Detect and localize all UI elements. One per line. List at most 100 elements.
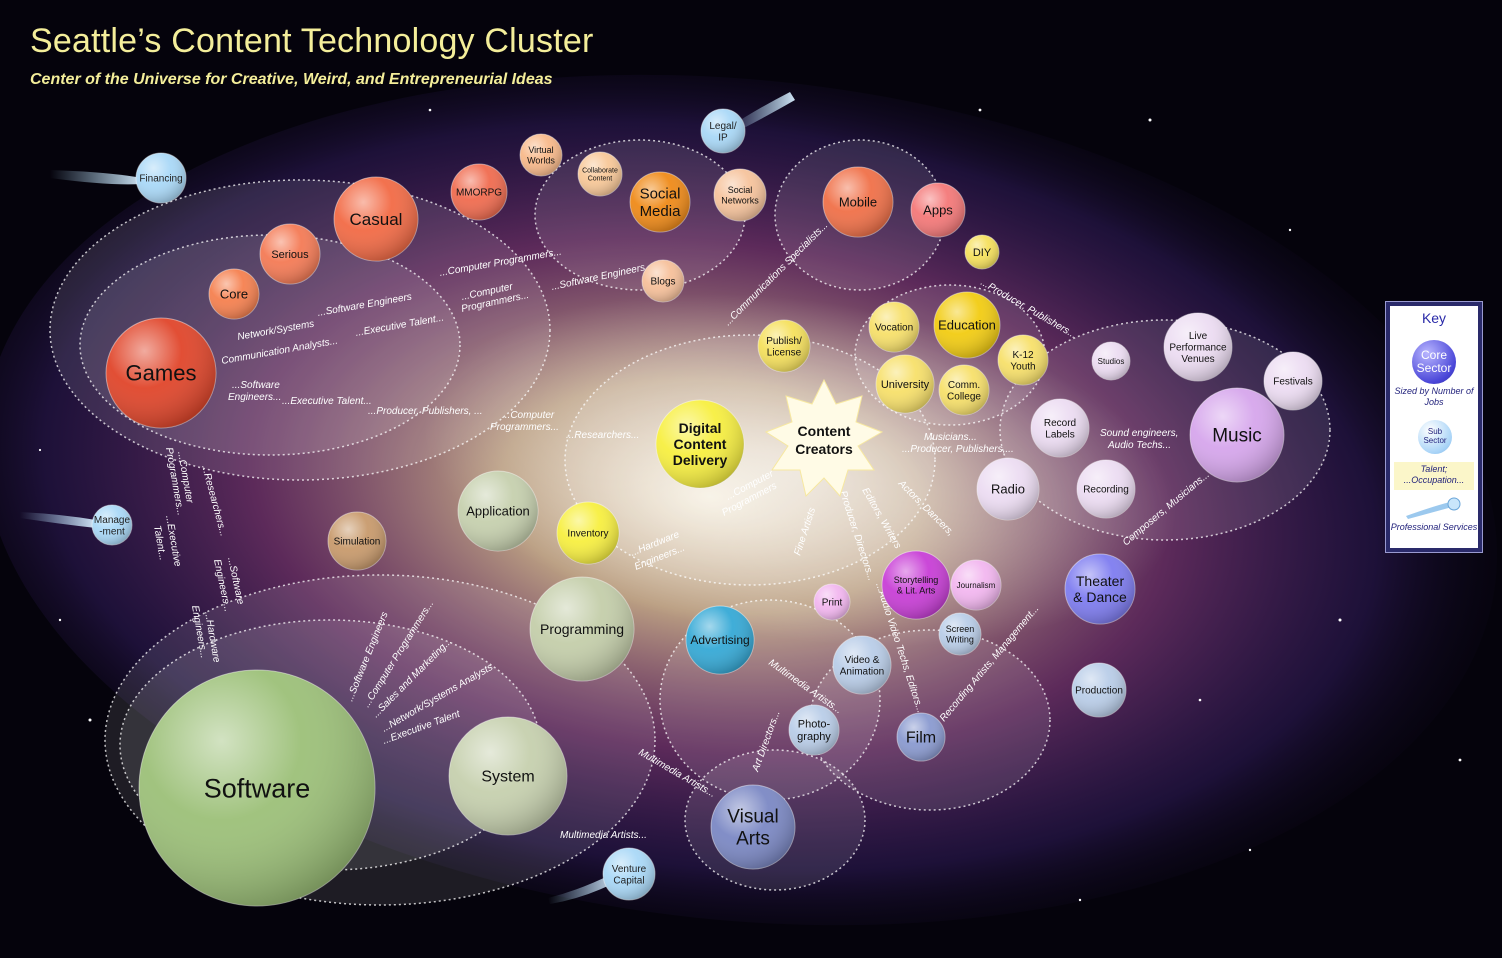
legend-professional-services: Professional Services bbox=[1390, 522, 1478, 532]
node-recording[interactable]: Recording bbox=[1076, 459, 1136, 519]
node-diy[interactable]: DIY bbox=[964, 234, 1000, 270]
node-casual[interactable]: Casual bbox=[333, 176, 419, 262]
node-label-line: Manage bbox=[94, 515, 131, 526]
node-comm-college[interactable]: Comm.College bbox=[938, 364, 990, 416]
node-radio[interactable]: Radio bbox=[976, 457, 1040, 521]
node-label-line: Financing bbox=[139, 174, 182, 185]
page-subtitle: Center of the Universe for Creative, Wei… bbox=[30, 71, 553, 88]
node-vocation[interactable]: Vocation bbox=[868, 301, 920, 353]
node-label-line: DIY bbox=[973, 247, 992, 259]
node-shading bbox=[977, 458, 1039, 520]
node-shading bbox=[451, 164, 507, 220]
node-label-line: Film bbox=[906, 730, 936, 747]
node-festivals[interactable]: Festivals bbox=[1263, 351, 1323, 411]
node-theater-dance[interactable]: Theater& Dance bbox=[1064, 553, 1136, 625]
node-shading bbox=[92, 505, 132, 545]
node-programming[interactable]: Programming bbox=[529, 576, 635, 682]
node-label-line: Studios bbox=[1098, 357, 1125, 366]
node-label-line: Festivals bbox=[1273, 377, 1312, 388]
node-shading bbox=[758, 320, 810, 372]
talent-label: Audio Techs... bbox=[1107, 440, 1171, 451]
node-film[interactable]: Film bbox=[896, 712, 946, 762]
node-label-line: Record bbox=[1044, 418, 1076, 429]
node-label-line: Comm. bbox=[948, 380, 980, 391]
service-financing[interactable]: Financing bbox=[135, 152, 187, 204]
node-apps[interactable]: Apps bbox=[910, 182, 966, 238]
talent-label: ...Computer bbox=[502, 410, 555, 421]
node-shading bbox=[882, 551, 950, 619]
node-shading bbox=[136, 153, 186, 203]
node-system[interactable]: System bbox=[448, 716, 568, 836]
professional-service-comets bbox=[20, 92, 795, 904]
node-journalism[interactable]: Journalism bbox=[950, 559, 1002, 611]
node-label-line: Publish/ bbox=[766, 336, 802, 347]
node-production[interactable]: Production bbox=[1071, 662, 1127, 718]
node-shading bbox=[557, 502, 619, 564]
node-shading bbox=[714, 169, 766, 221]
node-label-line: Apps bbox=[923, 203, 953, 218]
node-label-line: Inventory bbox=[567, 529, 608, 540]
node-shading bbox=[951, 560, 1001, 610]
node-label-line: Recording bbox=[1083, 485, 1129, 496]
starfield bbox=[38, 108, 1462, 902]
node-music[interactable]: Music bbox=[1189, 387, 1285, 483]
node-label-line: & Dance bbox=[1073, 589, 1127, 605]
node-label-line: Social bbox=[728, 185, 753, 195]
talent-label: ...Researchers... bbox=[566, 430, 639, 441]
node-label-line: Video & bbox=[845, 655, 880, 666]
node-core[interactable]: Core bbox=[208, 268, 260, 320]
node-shading bbox=[520, 134, 562, 176]
talent-label: Engineers... bbox=[228, 392, 281, 403]
content-creators-node[interactable]: Content Creators bbox=[764, 378, 884, 497]
node-mmorpg[interactable]: MMORPG bbox=[450, 163, 508, 221]
node-shading bbox=[965, 235, 999, 269]
node-application[interactable]: Application bbox=[457, 470, 539, 552]
node-label-line: Labels bbox=[1045, 429, 1074, 440]
node-shading bbox=[1164, 313, 1232, 381]
node-shading bbox=[1031, 399, 1089, 457]
dcd-cluster-outline bbox=[564, 334, 936, 586]
node-games[interactable]: Games bbox=[105, 317, 217, 429]
node-publish-license[interactable]: Publish/License bbox=[757, 319, 811, 373]
node-storytelling[interactable]: Storytelling& Lit. Arts bbox=[881, 550, 951, 620]
node-label-line: -ment bbox=[99, 526, 125, 537]
node-shading bbox=[1190, 388, 1284, 482]
node-simulation[interactable]: Simulation bbox=[327, 511, 387, 571]
node-label-line: Youth bbox=[1010, 361, 1035, 372]
node-software[interactable]: Software bbox=[138, 669, 376, 907]
node-label-line: Content bbox=[588, 175, 613, 182]
node-shading bbox=[711, 785, 795, 869]
node-blogs[interactable]: Blogs bbox=[641, 259, 685, 303]
talent-label: Programmers... bbox=[490, 422, 559, 433]
node-education[interactable]: Education bbox=[933, 291, 1001, 359]
legend-sub-sector-swatch: Sub Sector bbox=[1418, 420, 1452, 454]
node-label-line: Media bbox=[640, 203, 682, 220]
node-university[interactable]: University bbox=[875, 354, 935, 414]
node-print[interactable]: Print bbox=[813, 583, 851, 621]
node-shading bbox=[139, 670, 375, 906]
node-video-animation[interactable]: Video &Animation bbox=[832, 635, 892, 695]
service-management[interactable]: Manage-ment bbox=[91, 504, 133, 546]
node-inventory[interactable]: Inventory bbox=[556, 501, 620, 565]
node-label-line: Mobile bbox=[839, 195, 877, 210]
node-shading bbox=[701, 109, 745, 153]
node-shading bbox=[686, 606, 754, 674]
talent-label: ...Producer, Publishers,... bbox=[902, 444, 1014, 455]
node-serious[interactable]: Serious bbox=[259, 223, 321, 285]
node-mobile[interactable]: Mobile bbox=[822, 166, 894, 238]
node-photography[interactable]: Photo-graphy bbox=[788, 704, 840, 756]
node-advertising[interactable]: Advertising bbox=[685, 605, 755, 675]
service-legal-ip[interactable]: Legal/IP bbox=[700, 108, 746, 154]
node-studios[interactable]: Studios bbox=[1091, 341, 1131, 381]
